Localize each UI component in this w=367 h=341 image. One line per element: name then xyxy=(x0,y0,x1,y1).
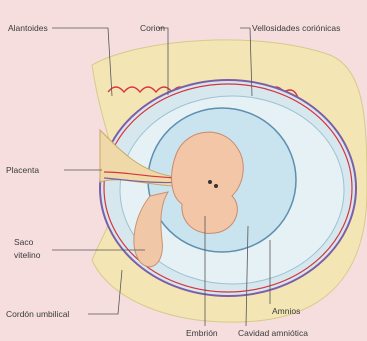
label-vellosidades: Vellosidades coriónicas xyxy=(252,23,340,33)
label-corion: Corion xyxy=(140,23,165,33)
label-saco-1: Saco xyxy=(14,237,34,247)
label-placenta: Placenta xyxy=(6,165,39,175)
label-saco-2: vitelino xyxy=(14,250,41,260)
embryo-eye xyxy=(208,180,212,184)
label-alantoides: Alantoides xyxy=(8,23,48,33)
label-cordon: Cordón umbilical xyxy=(6,309,69,319)
label-amnios: Amnios xyxy=(272,306,300,316)
label-cavidad: Cavidad amniótica xyxy=(238,328,308,338)
label-embrion: Embrión xyxy=(186,328,218,338)
embryo-eye-2 xyxy=(214,184,218,188)
